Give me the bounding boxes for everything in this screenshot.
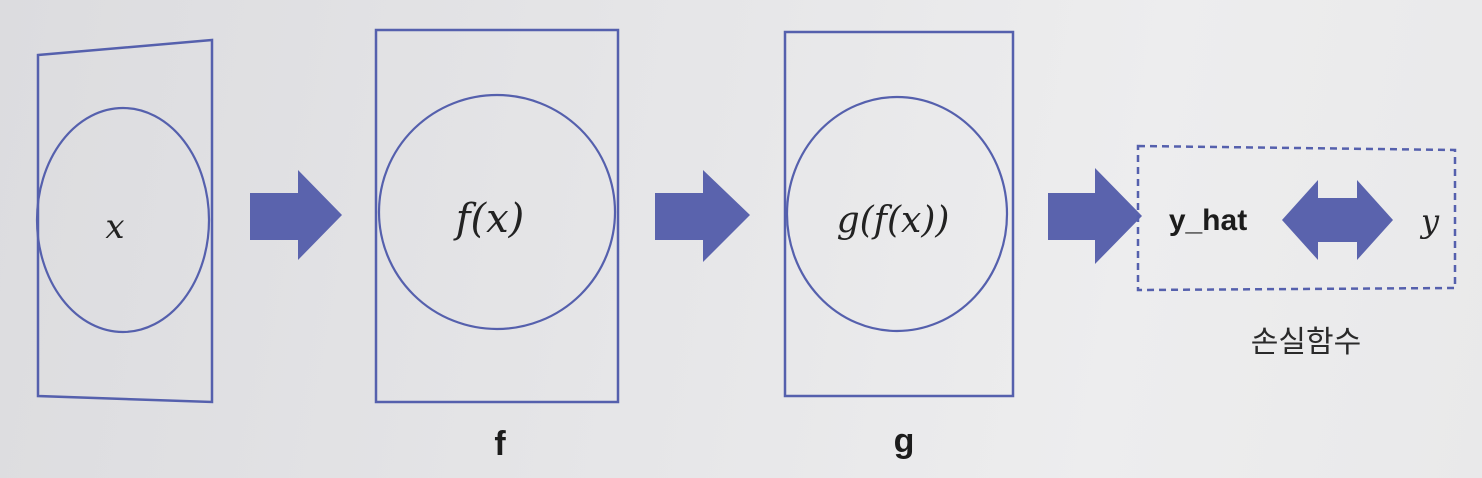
f-caption: f xyxy=(494,425,506,463)
loss-caption: 손실함수 xyxy=(1251,325,1361,360)
input-circle xyxy=(35,106,211,334)
forward-arrow-icon xyxy=(250,170,342,260)
g-caption: g xyxy=(894,422,915,460)
g-box xyxy=(783,30,1015,398)
f-box xyxy=(374,28,620,404)
input-node: x xyxy=(35,38,214,404)
f-circle xyxy=(377,93,617,331)
forward-arrow-icon xyxy=(655,170,750,262)
input-expression: x xyxy=(105,207,124,247)
f-node: f(x) f xyxy=(374,28,620,463)
loss-box xyxy=(1136,144,1457,292)
target-label: y xyxy=(1419,202,1440,240)
double-arrow-icon xyxy=(1282,180,1393,260)
forward-arrow-icon xyxy=(1048,168,1142,264)
input-box xyxy=(36,38,214,404)
prediction-label: y_hat xyxy=(1169,204,1247,237)
g-circle xyxy=(785,95,1009,333)
g-node: g(f(x)) g xyxy=(783,30,1015,460)
loss-node: y_hat y 손실함수 xyxy=(1136,144,1457,360)
g-expression: g(f(x)) xyxy=(837,200,950,241)
f-expression: f(x) xyxy=(453,196,525,242)
